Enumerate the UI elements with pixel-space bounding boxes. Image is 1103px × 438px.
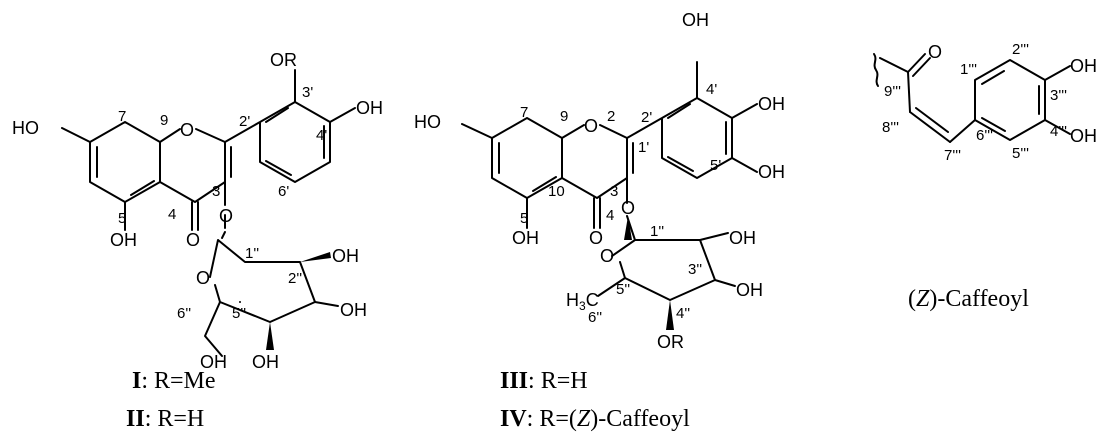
locant: 5 xyxy=(118,210,126,227)
atom-o: O xyxy=(219,206,233,226)
atom-o: O xyxy=(621,198,635,218)
locant: 4''' xyxy=(1050,123,1067,140)
locant: 4'' xyxy=(676,305,690,322)
locant: 1'' xyxy=(245,245,259,262)
atom-oh: OH xyxy=(356,98,383,118)
atom-o: O xyxy=(180,120,194,140)
atom-o: O xyxy=(186,230,200,250)
locant: 5'' xyxy=(232,305,246,322)
locant: 4 xyxy=(606,207,614,224)
locant: 6' xyxy=(278,183,289,200)
atom-o: O xyxy=(196,268,210,288)
atom-o: O xyxy=(600,246,614,266)
locant: 9 xyxy=(560,108,568,125)
caption-compound-i: I: R=Me xyxy=(132,368,216,394)
atom-oh: OH xyxy=(252,352,279,372)
locant: 10 xyxy=(548,183,565,200)
structure-myricetin-rhamnoside xyxy=(461,61,758,330)
atom-oh: OH xyxy=(110,230,137,250)
atom-oh: OH xyxy=(1070,126,1097,146)
atom-oh: OH xyxy=(682,10,709,30)
locant: 3''' xyxy=(1050,87,1067,104)
locant: 9 xyxy=(160,112,168,129)
atom-o: O xyxy=(928,42,942,62)
locant: 3'' xyxy=(688,261,702,278)
locant: 4 xyxy=(168,206,176,223)
atom-oh: OH xyxy=(758,94,785,114)
locant: 4' xyxy=(316,127,327,144)
atom-oh: OH xyxy=(512,228,539,248)
atom-ho: HO xyxy=(414,112,441,132)
atom-h3c: H3C xyxy=(566,290,599,313)
atom-oh: OH xyxy=(332,246,359,266)
locant: 1' xyxy=(638,139,649,156)
atom-or: OR xyxy=(270,50,297,70)
locant: 6'' xyxy=(588,309,602,326)
atom-oh: OH xyxy=(729,228,756,248)
caption-compound-iii: III: R=H xyxy=(500,368,588,394)
locant: 2'' xyxy=(288,270,302,287)
locant: 2' xyxy=(239,113,250,130)
locant: 3 xyxy=(610,183,618,200)
locant: 5'' xyxy=(616,281,630,298)
caption-compound-iv: IV: R=(Z)-Caffeoyl xyxy=(500,406,690,432)
locant: 2' xyxy=(641,109,652,126)
locant: 3' xyxy=(302,84,313,101)
locant: 6'' xyxy=(177,305,191,322)
atom-o: O xyxy=(584,116,598,136)
locant: 6''' xyxy=(976,127,993,144)
structure-quercetin-glucoside xyxy=(61,69,356,357)
structure-z-caffeoyl xyxy=(873,53,1071,143)
atom-o: O xyxy=(589,228,603,248)
locant: 7''' xyxy=(944,147,961,164)
locant: 1'' xyxy=(650,223,664,240)
atom-oh: OH xyxy=(736,280,763,300)
atom-oh: OH xyxy=(200,352,227,372)
locant: 5 xyxy=(520,210,528,227)
atom-oh: OH xyxy=(1070,56,1097,76)
locant: 2''' xyxy=(1012,41,1029,58)
locant: 5' xyxy=(710,157,721,174)
caption-z-caffeoyl: (Z)-Caffeoyl xyxy=(908,286,1029,312)
atom-or: OR xyxy=(657,332,684,352)
locant: 7 xyxy=(118,108,126,125)
locant: 7 xyxy=(520,104,528,121)
atom-oh: OH xyxy=(758,162,785,182)
locant: 1''' xyxy=(960,61,977,78)
locant: 8''' xyxy=(882,119,899,136)
locant: 4' xyxy=(706,81,717,98)
caption-compound-ii: II: R=H xyxy=(126,406,204,432)
locant: 5''' xyxy=(1012,145,1029,162)
atom-oh: OH xyxy=(340,300,367,320)
locant: 2 xyxy=(607,108,615,125)
locant: 9''' xyxy=(884,83,901,100)
atom-ho: HO xyxy=(12,118,39,138)
locant: 3 xyxy=(212,183,220,200)
